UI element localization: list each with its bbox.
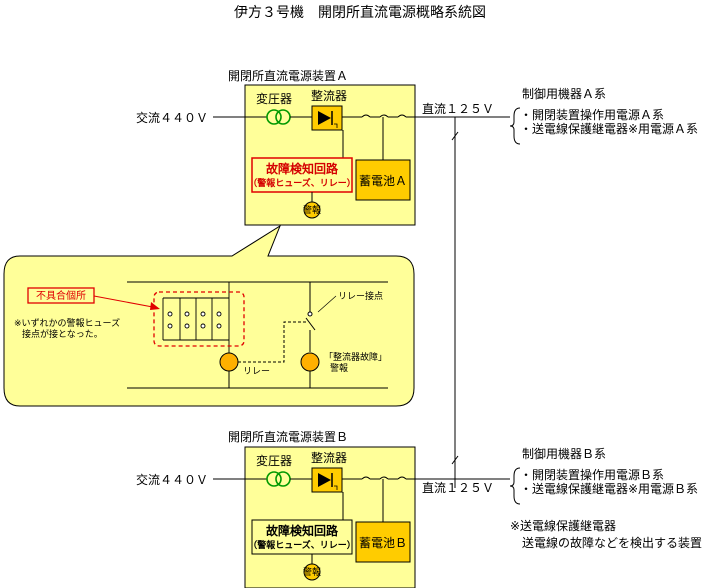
relay-label: リレー <box>243 367 270 377</box>
unit-b-transformer-label: 変圧器 <box>256 453 292 468</box>
unit-b-rectifier-label: 整流器 <box>311 450 347 465</box>
loads-b-title: 制御用機器Ｂ系 <box>522 446 606 461</box>
note-line-1: ※いずれかの警報ヒューズ <box>14 317 120 329</box>
footnote-line-1: ※送電線保護継電器 <box>510 518 616 533</box>
loads-b-item-1: ・開閉装置操作用電源Ｂ系 <box>520 467 664 482</box>
unit-b-fault-circuit-box <box>251 519 353 555</box>
unit-a-alarm-icon <box>303 201 321 219</box>
unit-a-dc-output: 直流１２５Ｖ <box>422 102 494 116</box>
unit-b-ac-input: 交流４４０Ｖ <box>136 472 208 487</box>
unit-a-fault-circuit-box <box>251 157 353 193</box>
defect-label: 不具合個所 <box>36 289 86 302</box>
relay-coil-icon <box>219 352 239 372</box>
loads-b-brace <box>509 467 521 505</box>
loads-a-item-2: ・送電線保護継電器※用電源Ａ系 <box>520 121 698 136</box>
note-line-2: 接点が接となった。 <box>22 328 103 340</box>
diagram-title: 伊方３号機 開閉所直流電源概略系統図 <box>234 4 486 21</box>
loads-a-brace <box>509 107 521 145</box>
relay-contact-label: リレー接点 <box>338 290 383 302</box>
loads-a-title: 制御用機器Ａ系 <box>522 86 606 101</box>
unit-a-fault-circuit-label: 故障検知回路 <box>266 161 339 176</box>
unit-b-label: 開閉所直流電源装置Ｂ <box>228 430 348 444</box>
unit-b-fault-circuit-label: 故障検知回路 <box>266 523 339 538</box>
unit-a-battery-box <box>355 159 411 201</box>
footnote-line-2: 送電線の故障などを検出する装置 <box>522 535 702 550</box>
unit-a-rectifier-label: 整流器 <box>311 88 347 103</box>
defect-highlight-box <box>153 291 245 347</box>
alarm-label-line2: 警報 <box>330 362 348 374</box>
defect-label-box <box>27 287 95 304</box>
unit-b-fault-circuit-sub: （警報ヒューズ、リレー） <box>248 539 356 551</box>
rectifier-fault-alarm-icon <box>300 352 320 372</box>
unit-a-alarm-label: 警報 <box>303 204 321 216</box>
detail-callout <box>3 224 415 407</box>
alarm-label-line1: 「整流器故障」 <box>324 351 387 363</box>
unit-a-rectifier-icon <box>311 105 343 131</box>
unit-a-battery-label: 蓄電池Ａ <box>359 174 407 188</box>
alarm-fuse-contacts <box>162 282 230 352</box>
unit-a-transformer-label: 変圧器 <box>256 91 292 106</box>
unit-b-battery-box <box>355 521 411 563</box>
unit-b-alarm-icon <box>303 563 321 581</box>
loads-b-item-2: ・送電線保護継電器※用電源Ｂ系 <box>520 481 698 496</box>
unit-a-ac-input: 交流４４０Ｖ <box>136 110 208 125</box>
unit-b-dc-output: 直流１２５Ｖ <box>422 481 494 495</box>
unit-a-label: 開閉所直流電源装置Ａ <box>228 69 348 83</box>
unit-b-battery-label: 蓄電池Ｂ <box>359 536 407 550</box>
unit-a-fault-circuit-sub: （警報ヒューズ、リレー） <box>248 177 356 189</box>
loads-a-item-1: ・開閉装置操作用電源Ａ系 <box>520 107 664 122</box>
unit-b-alarm-label: 警報 <box>303 566 321 578</box>
unit-b-rectifier-icon <box>311 467 343 493</box>
